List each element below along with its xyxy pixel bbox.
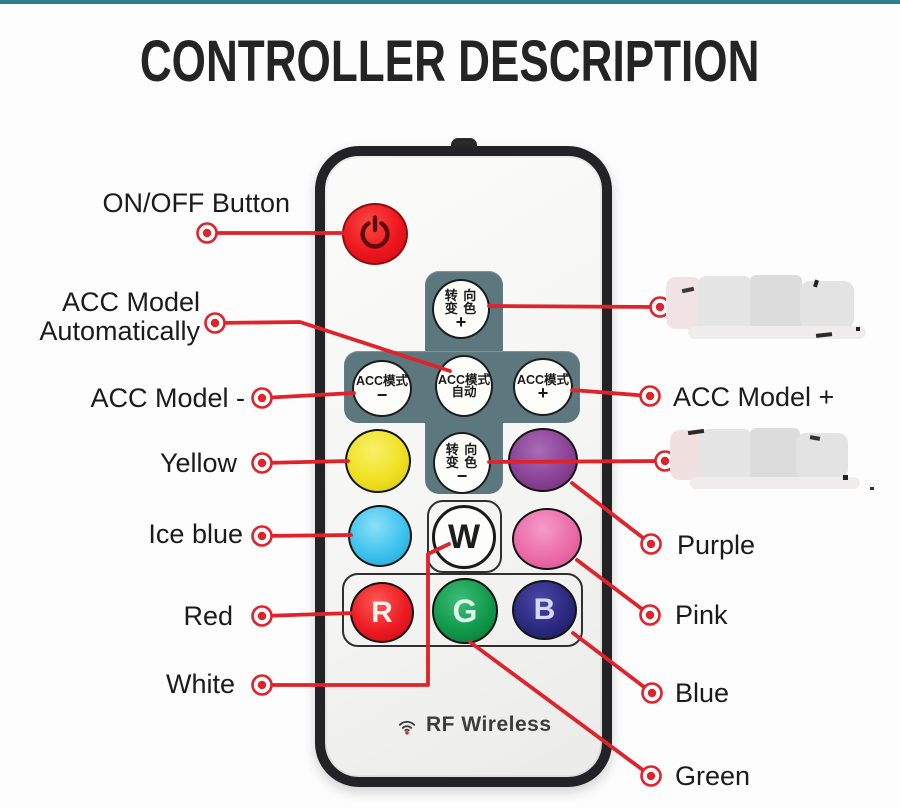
label-yellow: Yellow — [159, 448, 237, 478]
red-button: R — [350, 582, 414, 643]
label-ice-blue: Ice blue — [148, 519, 243, 549]
pointer-dot-yellow — [251, 452, 273, 474]
acc-minus-line1: ACC模式 — [355, 374, 409, 389]
turn-plus-line1: 转 向 — [444, 287, 478, 303]
acc-plus-line1: ACC模式 — [516, 372, 570, 387]
turn-minus-sign: − — [456, 465, 468, 486]
pointer-dot-red — [251, 605, 273, 627]
acc-plus-sign: + — [537, 383, 549, 404]
turn-plus-sign: + — [455, 311, 467, 332]
pointer-dot-onoff — [196, 222, 218, 244]
brand-text: RF Wireless — [426, 713, 552, 736]
pointer-dot-blue — [641, 682, 663, 704]
power-button — [342, 203, 408, 265]
label-acc-plus: ACC Model + — [673, 382, 835, 412]
label-acc-minus: ACC Model - — [90, 383, 245, 413]
label-blue: Blue — [675, 678, 730, 708]
pointer-dot-white — [251, 674, 273, 696]
page-title: CONTROLLER DESCRIPTION — [140, 29, 760, 94]
acc-auto-line2: 自动 — [451, 385, 477, 399]
label-pink: Pink — [675, 600, 728, 630]
white-button-letter: W — [447, 517, 481, 556]
blue-button: B — [512, 580, 577, 640]
label-white: White — [165, 669, 235, 699]
label-purple: Purple — [677, 530, 756, 560]
acc-mode-auto-button: ACC模式 自动 — [435, 355, 493, 417]
top-teal-strip — [0, 0, 900, 4]
label-green: Green — [675, 761, 751, 791]
pointer-dot-pink — [639, 604, 661, 626]
purple-button — [508, 428, 578, 492]
label-acc-auto-line2: Automatically — [39, 316, 200, 346]
green-button-letter: G — [452, 592, 478, 629]
pointer-dot-green — [640, 765, 662, 787]
yellow-button — [345, 429, 411, 493]
pointer-dot-acc-plus — [639, 385, 661, 407]
acc-auto-line1: ACC模式 — [437, 372, 491, 387]
label-on-off: ON/OFF Button — [102, 188, 290, 218]
blue-button-letter: B — [533, 593, 556, 626]
label-acc-auto-line1: ACC Model — [61, 287, 200, 317]
turn-color-minus-button: 转 向 变 色 − — [433, 432, 491, 494]
acc-mode-minus-button: ACC模式 − — [352, 360, 412, 417]
pink-button — [512, 508, 582, 570]
turn-minus-line1: 转 向 — [445, 441, 479, 457]
rf-wireless-icon — [398, 720, 416, 735]
white-button: W — [432, 505, 496, 569]
pointer-dot-iceblue — [251, 525, 273, 547]
brand-row: RF Wireless — [396, 713, 552, 737]
label-acc-auto: ACC Model Automatically — [39, 288, 200, 346]
turn-minus-line2: 变 色 — [445, 454, 479, 470]
pointer-dot-acc-auto — [204, 312, 226, 334]
pointer-dot-purple — [640, 533, 662, 555]
ice-blue-button — [348, 505, 412, 567]
white-button-frame — [427, 500, 502, 573]
page-title-wrap: CONTROLLER DESCRIPTION — [0, 28, 900, 95]
turn-plus-line2: 变 色 — [444, 300, 478, 316]
green-button: G — [432, 578, 498, 644]
acc-minus-sign: − — [376, 384, 388, 405]
label-red: Red — [183, 601, 233, 631]
acc-mode-plus-button: ACC模式 + — [513, 358, 573, 416]
power-icon — [360, 215, 390, 249]
turn-color-plus-button: 转 向 变 色 + — [432, 279, 490, 339]
pointer-dot-acc-minus — [251, 387, 273, 409]
red-button-letter: R — [371, 595, 393, 629]
